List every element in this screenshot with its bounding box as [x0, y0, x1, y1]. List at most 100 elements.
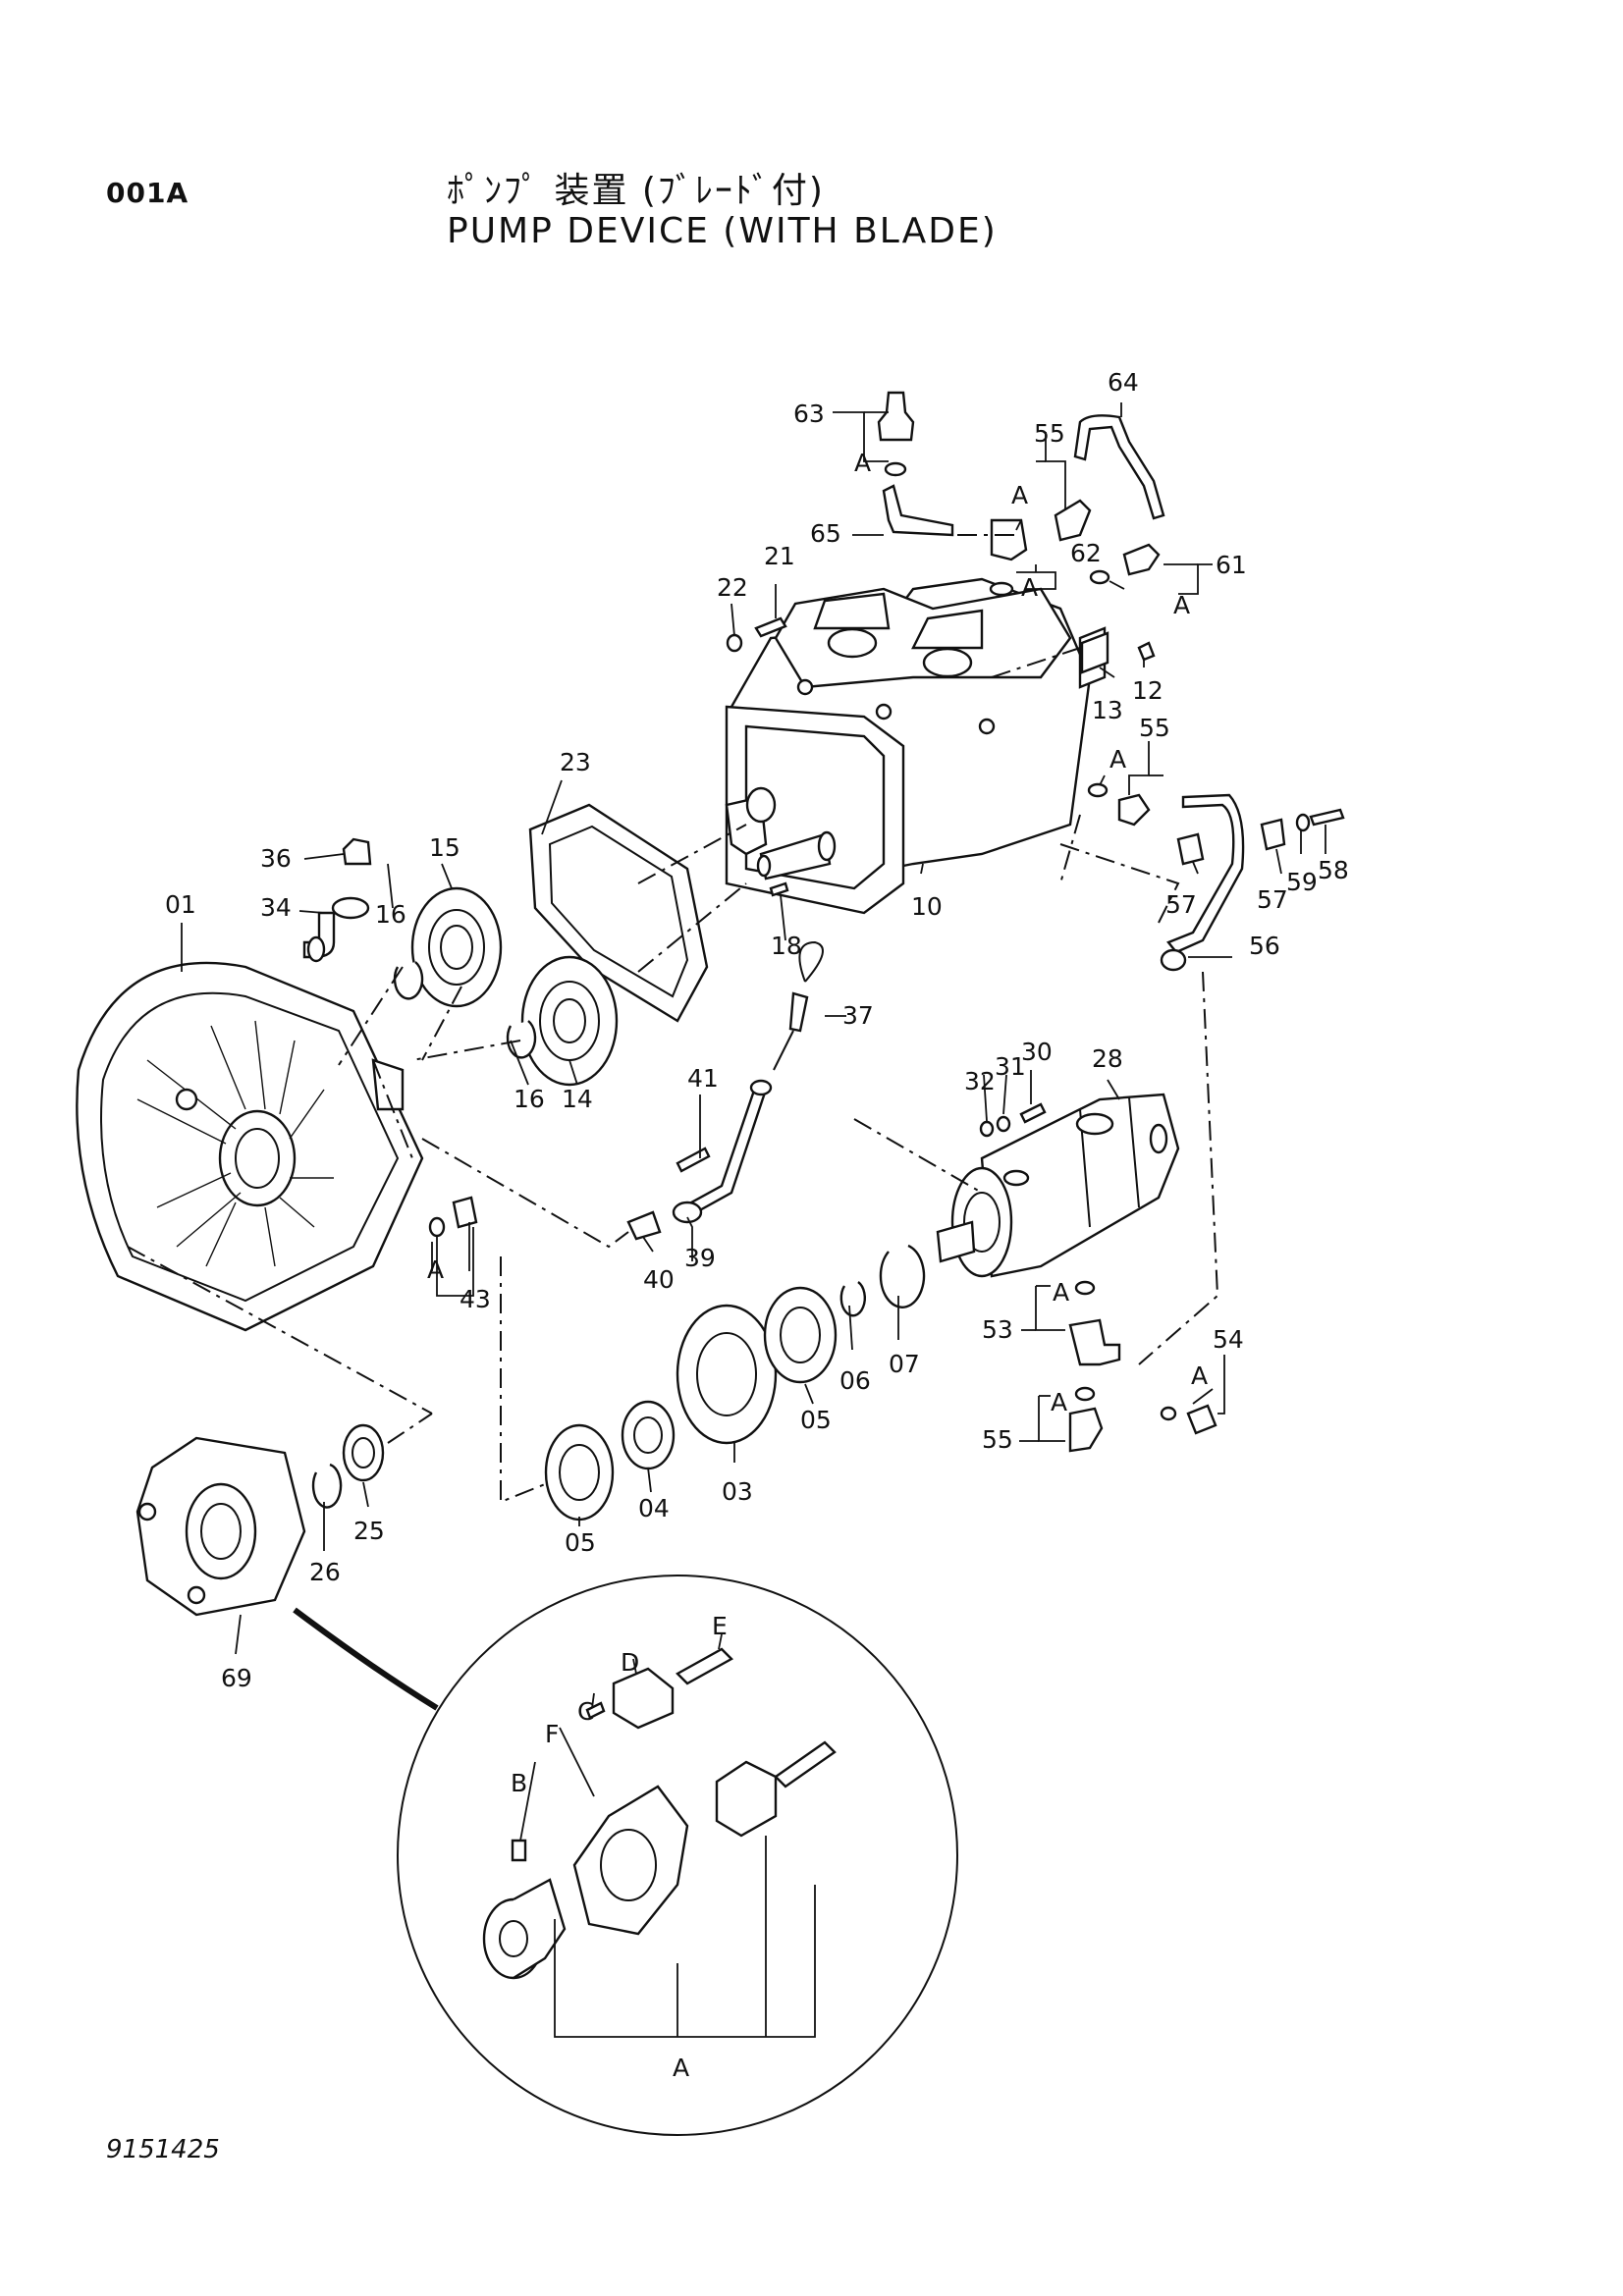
- callout-05-upper: 05: [800, 1406, 832, 1434]
- plug-36: [342, 837, 372, 866]
- callout-64: 64: [1108, 368, 1139, 397]
- callout-14: 14: [562, 1085, 593, 1113]
- clamp-57-right: [1260, 818, 1286, 851]
- gauge-tube-39: [672, 1079, 773, 1224]
- label-a-53: A: [1053, 1278, 1069, 1307]
- callout-07: 07: [889, 1350, 920, 1378]
- gear-03: [676, 1304, 778, 1445]
- main-pump-assembly: [725, 577, 1107, 915]
- detail-bolt-e: [676, 1647, 733, 1685]
- callout-16-lower: 16: [514, 1085, 545, 1113]
- snap-ring-06: [839, 1281, 866, 1317]
- callout-57-right: 57: [1257, 885, 1288, 914]
- snap-ring-07: [879, 1244, 926, 1308]
- fitting-62: [989, 518, 1028, 597]
- fitting-55-upper: [1054, 499, 1092, 542]
- callout-04: 04: [638, 1494, 670, 1522]
- detail-block: [715, 1760, 778, 1838]
- bolt-21: [754, 616, 787, 638]
- label-f: F: [545, 1720, 559, 1748]
- detail-star-element: [572, 1785, 689, 1936]
- title-japanese: ﾎﾟﾝﾌﾟ 装置 (ﾌﾞﾚｰﾄﾞ付): [447, 171, 825, 211]
- label-a-55-bottom: A: [1051, 1388, 1067, 1416]
- callout-16-upper: 16: [375, 900, 406, 929]
- callout-05-lower: 05: [565, 1528, 596, 1557]
- callout-37: 37: [842, 1001, 874, 1030]
- clamp-40: [626, 1210, 662, 1241]
- washer-59: [1295, 813, 1311, 832]
- flywheel-housing: [76, 961, 424, 1332]
- level-gauge-37: [773, 940, 824, 1071]
- bolt-30: [1019, 1102, 1047, 1124]
- callout-12: 12: [1132, 676, 1163, 705]
- detail-hub: [482, 1878, 567, 1980]
- elbow-55-lower: [1068, 1407, 1104, 1453]
- tee-53: [1068, 1318, 1121, 1366]
- title-english: PUMP DEVICE (WITH BLADE): [447, 211, 998, 251]
- damper-69: [135, 1436, 306, 1617]
- damper-detail-circle: [397, 1575, 958, 2136]
- assembly-lines: [127, 534, 1219, 1504]
- document-number: 9151425: [106, 2135, 220, 2164]
- snap-ring-16-upper: [393, 961, 424, 1000]
- elbow-34: [302, 896, 370, 963]
- callout-40: 40: [643, 1265, 675, 1294]
- bracket-13: [1080, 631, 1109, 674]
- callout-63: 63: [793, 400, 825, 428]
- callout-30: 30: [1021, 1038, 1053, 1066]
- pipe-56-nut: [1160, 948, 1187, 972]
- oil-seal-25: [342, 1423, 385, 1482]
- bolt-41: [676, 1147, 711, 1173]
- callout-59: 59: [1286, 868, 1318, 896]
- callout-57-left: 57: [1165, 890, 1197, 919]
- callout-55-bottom: 55: [982, 1425, 1013, 1454]
- callout-56: 56: [1249, 932, 1280, 960]
- pin-18: [769, 881, 789, 897]
- o-ring-61: [1089, 569, 1110, 585]
- label-a-54: A: [1191, 1362, 1208, 1390]
- o-ring-55-lower: [1074, 1386, 1096, 1402]
- coupling-04: [621, 1400, 676, 1470]
- letter-labels: A A A A A A A A A A B C D E F: [427, 449, 1208, 2082]
- callout-53: 53: [982, 1315, 1013, 1344]
- washer-22: [726, 633, 743, 653]
- callout-39: 39: [684, 1244, 716, 1272]
- elbow-55-mid: [1117, 793, 1151, 827]
- label-a-55-mid: A: [1109, 745, 1126, 774]
- bearing-05-upper: [763, 1286, 838, 1384]
- callout-65: 65: [810, 519, 841, 548]
- callout-58: 58: [1318, 856, 1349, 884]
- snap-ring-16-lower: [506, 1020, 537, 1059]
- pipe-65: [882, 484, 954, 537]
- callout-55-top: 55: [1034, 419, 1065, 448]
- label-a-55-top: A: [1011, 481, 1028, 509]
- bearing-05-lower: [544, 1423, 615, 1522]
- bolt-12: [1137, 641, 1156, 662]
- gear-pump-28: [936, 1093, 1180, 1278]
- label-a-63: A: [854, 449, 871, 477]
- o-ring-43: [428, 1216, 446, 1238]
- fitting-61: [1122, 543, 1161, 576]
- detail-nipple-b: [511, 1839, 527, 1862]
- callout-43: 43: [460, 1285, 491, 1313]
- callout-31: 31: [995, 1052, 1026, 1081]
- bearing-15: [410, 886, 503, 1008]
- washer-32: [979, 1120, 995, 1138]
- detail-pointer: [293, 1607, 439, 1711]
- plug-43: [452, 1196, 478, 1229]
- callout-13: 13: [1092, 696, 1123, 724]
- callout-54: 54: [1213, 1325, 1244, 1354]
- callout-28: 28: [1092, 1044, 1123, 1073]
- label-c: C: [577, 1697, 594, 1726]
- callout-36: 36: [260, 844, 292, 873]
- snap-ring-26: [311, 1463, 343, 1509]
- o-ring-55-mid: [1087, 782, 1109, 798]
- leader-lines: [181, 402, 1326, 2038]
- callout-69: 69: [221, 1664, 252, 1692]
- clamp-57: [1176, 832, 1205, 866]
- callout-32: 32: [964, 1067, 996, 1095]
- fitting-63: [877, 391, 915, 477]
- callout-23: 23: [560, 748, 591, 776]
- callout-34: 34: [260, 893, 292, 922]
- callout-55-mid: 55: [1139, 714, 1170, 742]
